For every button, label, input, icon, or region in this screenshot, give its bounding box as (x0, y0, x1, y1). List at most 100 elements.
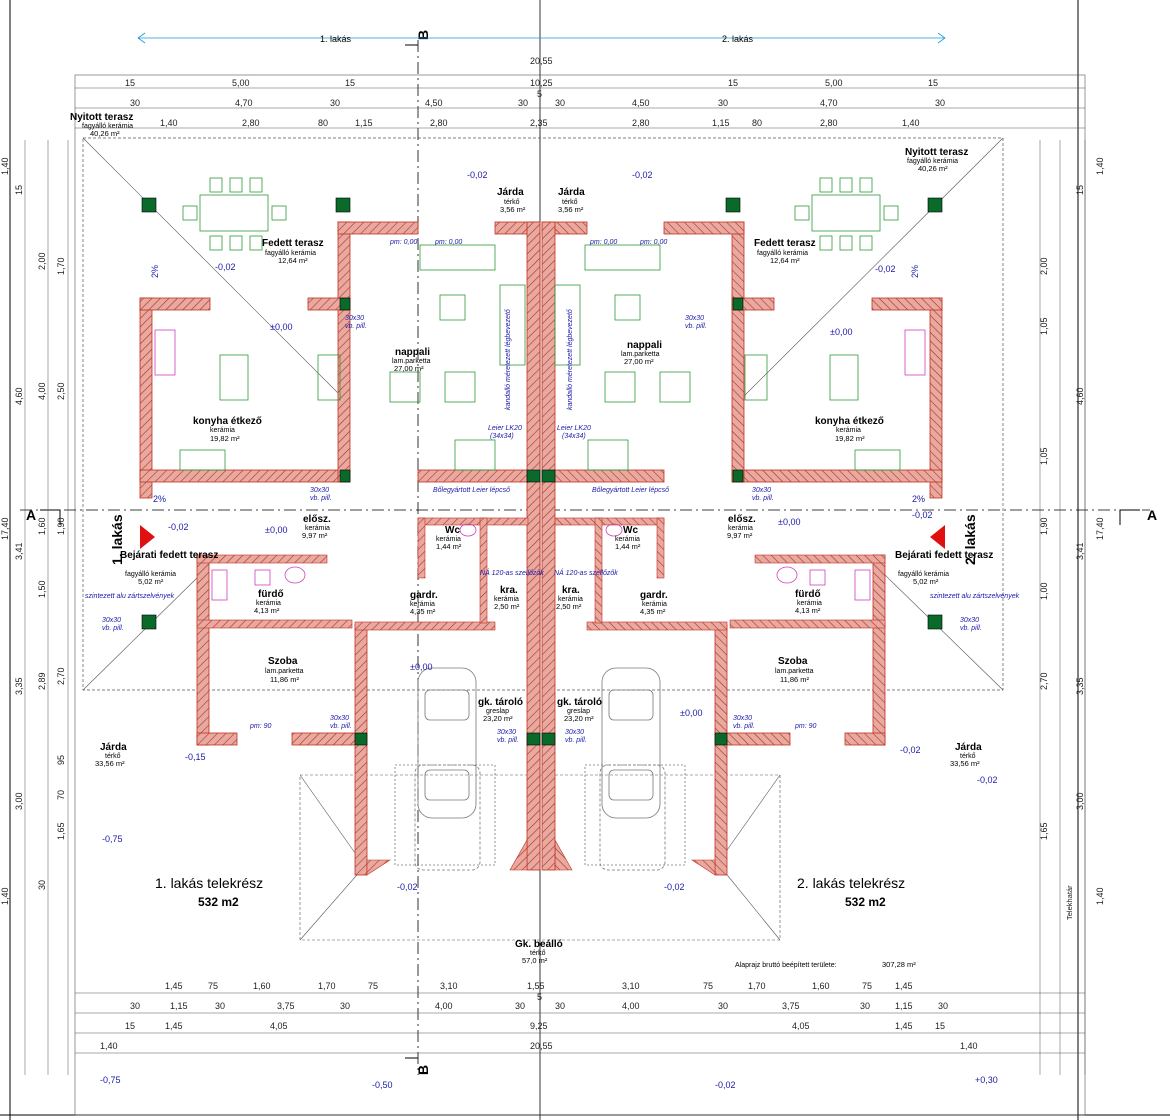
slope: 2% (912, 494, 925, 504)
entry-terrace-area: 5,02 m² (913, 577, 939, 586)
pillar-sub: vb. pill. (102, 625, 124, 632)
pillar-label: 30x30 (310, 487, 329, 494)
right-dim: 1,40 (1095, 887, 1105, 905)
level: ±0,00 (265, 525, 287, 535)
garage-material: greslap (486, 708, 509, 715)
bottom-dim: 1,60 (253, 981, 271, 991)
entry-terrace-material: fagyálló kerámia (125, 571, 176, 578)
walkway-top-area: 3,56 m² (558, 205, 584, 214)
right-dim: 3,35 (1075, 677, 1085, 695)
wc-area: 1,44 m² (615, 542, 641, 551)
bottom-dim: 1,60 (812, 981, 830, 991)
top-dim: 1,15 (712, 118, 730, 128)
bedroom-material: lam.parketta (775, 668, 814, 675)
vent-pipe-left: NÁ 120-as szellőzők (480, 568, 544, 577)
built-area-label: Alaprajz bruttó beépített területe: (735, 962, 837, 969)
open-terrace-area: 40,26 m² (90, 129, 120, 138)
unit2-title: 2. lakás (722, 34, 754, 44)
bottom-dim: 4,00 (622, 1001, 640, 1011)
bottom-dim: 1,45 (895, 1021, 913, 1031)
section-b-top: B (415, 30, 431, 40)
sill-zero: pm: 0,00 (589, 239, 617, 246)
top-dim: 4,50 (632, 98, 650, 108)
kitchen-material: kerámia (210, 427, 235, 434)
garage-name: gk. tároló (478, 697, 523, 708)
center-small-top: 5 (537, 89, 542, 99)
level: ±0,00 (410, 662, 432, 672)
left-dim: 2,89 (37, 672, 47, 690)
pillars (141, 197, 943, 746)
top-dim: 4,70 (235, 98, 253, 108)
sill-zero: pm: 0,00 (639, 239, 667, 246)
total-width-top: 20,55 (530, 56, 553, 66)
living-name: nappali (627, 340, 662, 351)
pillar-label: 30x30 (960, 617, 979, 624)
bathroom-name: fürdő (795, 589, 821, 600)
plot-area: 532 m2 (845, 895, 886, 909)
left-dim: 2,50 (56, 382, 66, 400)
top-dim: 1,40 (902, 118, 920, 128)
pillar-sub: vb. pill. (960, 625, 982, 632)
open-terrace-area: 40,26 m² (918, 164, 948, 173)
bottom-dim: 30 (938, 1001, 948, 1011)
sanitary-fixtures (154, 329, 926, 601)
covered-terrace-material: fagyálló kerámia (757, 250, 808, 257)
section-a-left: A (26, 507, 36, 523)
top-dim: 1,15 (355, 118, 373, 128)
left-unit-walls (139, 221, 541, 876)
open-terrace-material: fagyálló kerámia (907, 158, 958, 165)
bottom-dim: 1,70 (748, 981, 766, 991)
top-dim: 15 (928, 78, 938, 88)
garage-name: gk. tároló (557, 697, 602, 708)
right-dim: 15 (1075, 185, 1085, 195)
level: -0,02 (397, 882, 418, 892)
top-dim: 30 (555, 98, 565, 108)
window-sill: pm: 90 (794, 723, 817, 730)
bottom-dim: 30 (130, 1001, 140, 1011)
left-dim: 1,65 (56, 822, 66, 840)
bottom-dim: 3,10 (440, 981, 458, 991)
bottom-dim: 1,45 (165, 981, 183, 991)
level: -0,02 (467, 170, 488, 180)
entry-arrows (140, 525, 945, 549)
pillar-sub: vb. pill. (565, 737, 587, 744)
wardrobe-area: 4,35 m² (410, 607, 436, 616)
covered-terrace-area: 12,64 m² (278, 256, 308, 265)
top-dim: 4,70 (820, 98, 838, 108)
bedroom-name: Szoba (268, 656, 298, 667)
covered-terrace-area: 12,64 m² (770, 256, 800, 265)
left-dim: 15 (14, 185, 24, 195)
level: +0,30 (975, 1075, 998, 1085)
bottom-dim: 1,45 (895, 981, 913, 991)
right-dim: 1,05 (1039, 447, 1049, 465)
pillar-label: 30x30 (733, 715, 752, 722)
section-markers: A A B B (26, 30, 1157, 1075)
chimney-size-left: (34x34) (490, 433, 514, 440)
living-material: lam.parketta (392, 358, 431, 365)
kitchen-name: konyha étkező (815, 416, 884, 427)
slope: 2% (150, 265, 160, 278)
walkway-top-material: térkő (504, 199, 520, 206)
bottom-dim: 30 (515, 1001, 525, 1011)
sill-zero: pm: 0,00 (389, 239, 417, 246)
covered-terrace-name: Fedett terasz (754, 238, 816, 249)
bottom-dim: 30 (555, 1001, 565, 1011)
bottom-dim: 1,15 (170, 1001, 188, 1011)
shared-labels: Gk. beálló térkő 57,0 m² Alaprajz bruttó… (85, 239, 1020, 969)
living-area: 27,00 m² (624, 357, 654, 366)
top-dim: 2,80 (242, 118, 260, 128)
walkway-side-name: Járda (955, 742, 982, 753)
bathroom-area: 4,13 m² (795, 606, 821, 615)
walkway-side-material: térkő (960, 753, 976, 760)
section-b-bottom: B (415, 1065, 431, 1075)
bathroom-name: fürdő (258, 589, 284, 600)
aluminium-shutters-left: szintezett alu zártszelvények (85, 593, 175, 600)
wardrobe-material: kerámia (410, 601, 435, 608)
top-dim: 30 (330, 98, 340, 108)
bathroom-material: kerámia (256, 600, 281, 607)
top-dim: 5,00 (232, 78, 250, 88)
level: ±0,00 (778, 517, 800, 527)
left-dim: 4,60 (14, 387, 24, 405)
bottom-dimensions: 1,45 75 1,60 1,70 75 3,10 1,55 3,10 75 1… (75, 981, 1085, 1054)
bedroom-name: Szoba (778, 656, 808, 667)
